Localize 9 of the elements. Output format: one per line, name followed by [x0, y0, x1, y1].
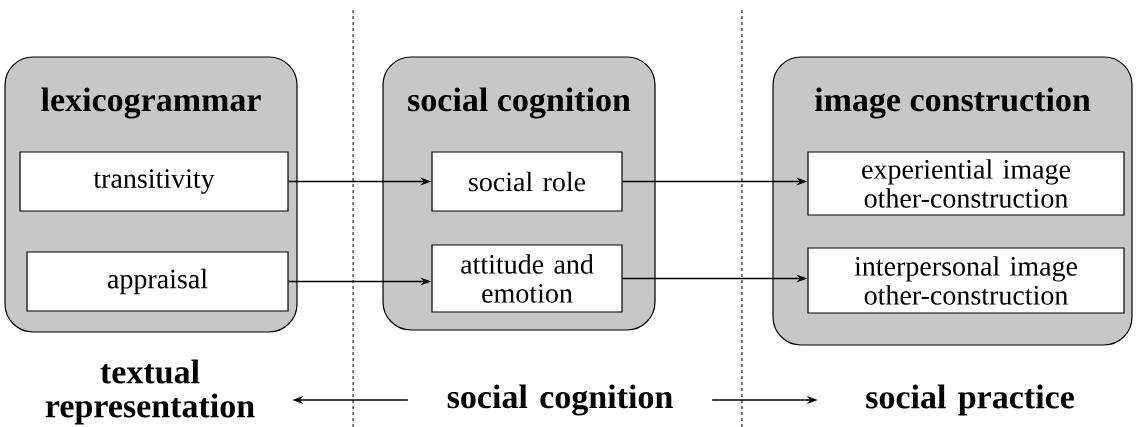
stage-label: social cognition — [447, 384, 673, 416]
text-box: interpersonal image other-construction — [807, 247, 1125, 314]
text-box: experiential image other-construction — [807, 151, 1125, 216]
stage-label: textual representation — [45, 359, 255, 425]
text-box: attitude and emotion — [431, 244, 623, 313]
text-box: social role — [431, 151, 623, 212]
stage-label: social practice — [866, 384, 1074, 416]
text-box: appraisal — [26, 251, 289, 312]
text-box: transitivity — [19, 151, 289, 212]
